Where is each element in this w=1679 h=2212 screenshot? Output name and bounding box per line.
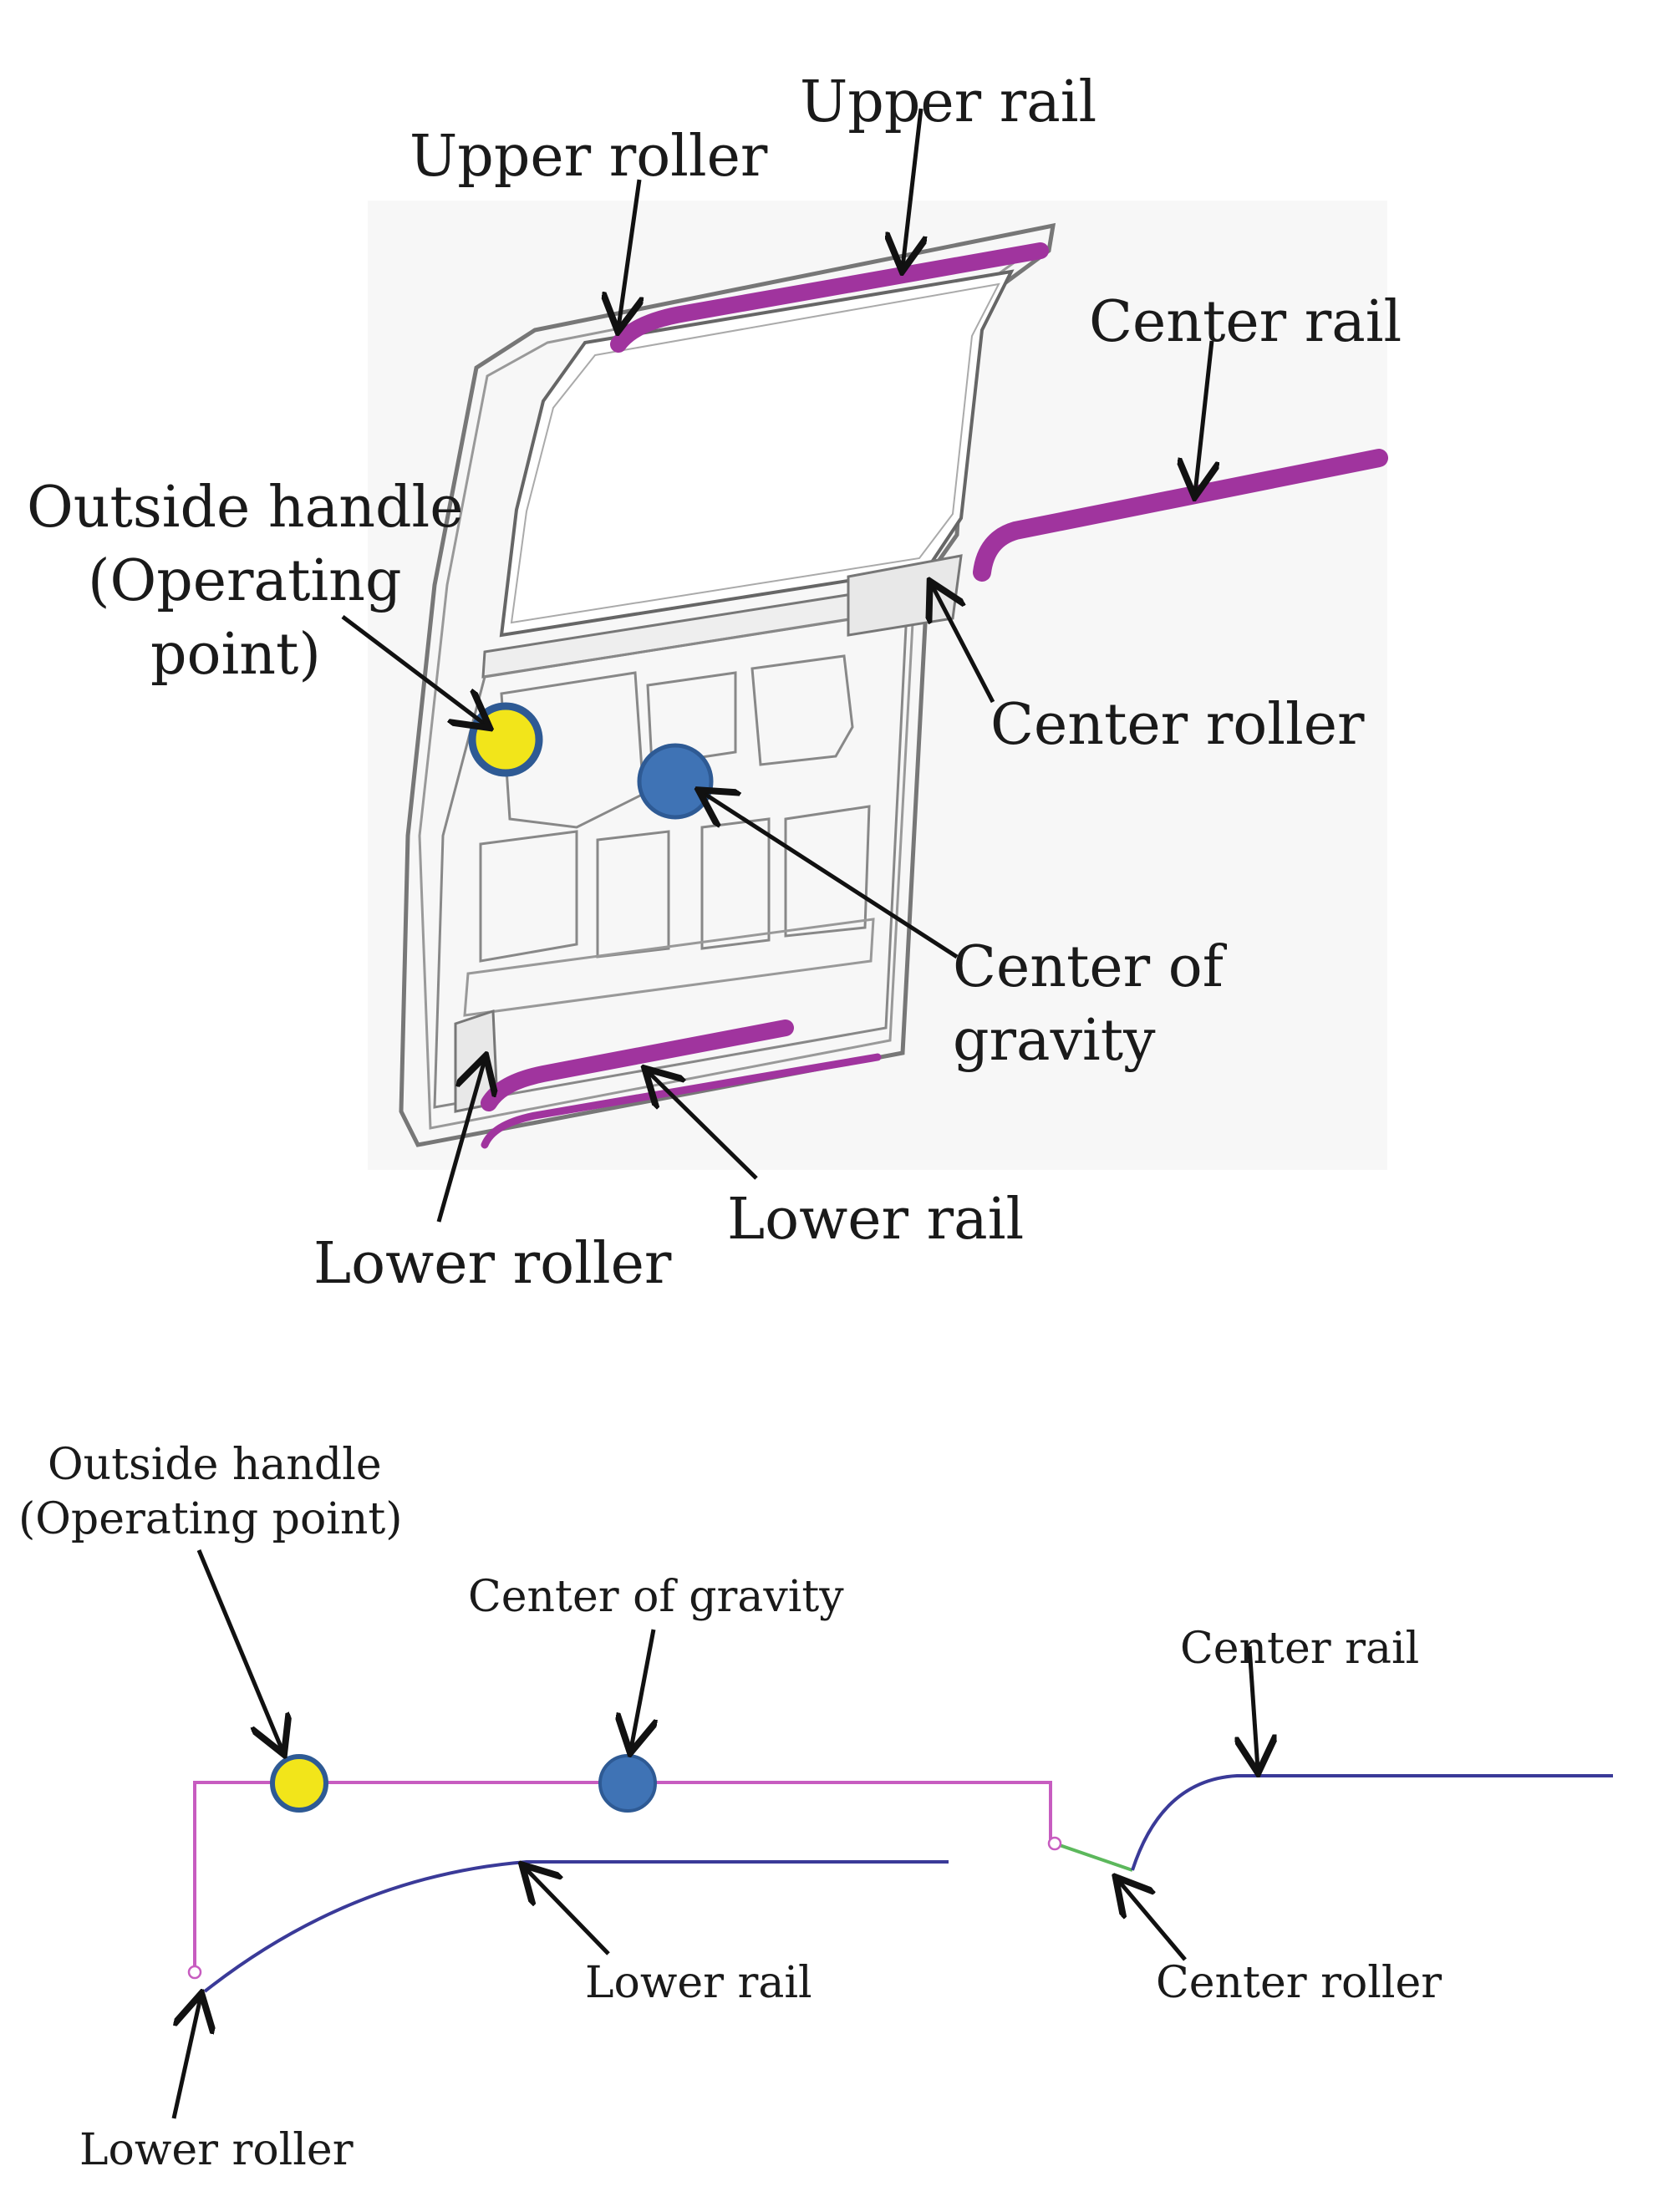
arrow-lower-rail	[648, 1071, 758, 1180]
arrow-outside-handle	[341, 615, 486, 725]
label-outside-handle-line1: Outside handle	[27, 475, 464, 541]
arrow-center-of-gravity	[702, 792, 959, 959]
door-illustration	[368, 201, 1388, 1170]
label-upper-rail: Upper rail	[800, 69, 1096, 135]
schematic-arrow-center-of-gravity	[631, 1629, 654, 1749]
panel-cutout	[646, 671, 737, 766]
label-lower-rail: Lower rail	[727, 1187, 1024, 1253]
label-center-of-gravity-line2: gravity	[953, 1008, 1156, 1074]
schematic-center-of-gravity-marker	[598, 1754, 657, 1813]
schematic-center-roller-link	[1054, 1842, 1133, 1872]
schematic-arrow-lower-roller	[171, 1997, 201, 2119]
schematic-lower-rail	[203, 1860, 949, 1993]
schematic-label-lower-roller: Lower roller	[79, 2125, 354, 2175]
panel-cutout	[750, 654, 854, 766]
label-outside-handle-line2: (Operating	[88, 548, 402, 614]
schematic-outside-handle-marker	[270, 1754, 328, 1813]
panel-stiffener	[463, 918, 875, 1017]
center-rail-tube	[973, 449, 1388, 582]
outside-handle-marker	[468, 702, 543, 777]
lower-rail-outer-tube	[481, 1053, 882, 1149]
label-center-of-gravity-line1: Center of	[953, 934, 1228, 1000]
schematic-lower-roller-node	[187, 1965, 202, 1980]
schematic-label-center-rail: Center rail	[1180, 1624, 1419, 1674]
center-of-gravity-marker	[637, 743, 714, 820]
schematic	[187, 1754, 1613, 1993]
panel-cutout	[500, 671, 645, 829]
schematic-center-rail	[1131, 1774, 1613, 1871]
label-lower-roller: Lower roller	[313, 1231, 672, 1297]
schematic-label-outside-handle-line2: (Operating point)	[18, 1494, 403, 1544]
panel-cutout	[479, 830, 578, 963]
panel-cutout	[596, 830, 670, 959]
arrow-upper-rail	[903, 108, 921, 267]
schematic-label-center-of-gravity: Center of gravity	[468, 1572, 844, 1622]
label-center-roller: Center roller	[990, 692, 1365, 758]
lower-rail-tube	[481, 1020, 794, 1111]
schematic-arrow-lower-rail	[525, 1868, 610, 1955]
schematic-center-roller-node	[1047, 1836, 1062, 1851]
arrow-center-rail	[1195, 340, 1212, 493]
label-outside-handle-line3: point)	[150, 622, 321, 688]
schematic-label-lower-rail: Lower rail	[585, 1958, 812, 2008]
panel-cutout	[784, 805, 871, 938]
schematic-arrows	[171, 1549, 1258, 2119]
arrow-upper-roller	[618, 179, 639, 328]
schematic-label-center-roller: Center roller	[1156, 1958, 1442, 2008]
upper-rail-tube	[610, 242, 1049, 353]
schematic-label-outside-handle-line1: Outside handle	[48, 1440, 382, 1490]
top-arrows	[341, 108, 1212, 1223]
label-upper-roller: Upper roller	[410, 124, 768, 190]
schematic-arrow-center-roller	[1118, 1880, 1187, 1961]
window-opening-inner	[510, 282, 1000, 624]
arrow-center-roller	[932, 585, 995, 704]
schematic-arrow-center-rail	[1249, 1645, 1258, 1769]
arrow-lower-roller	[436, 1060, 485, 1223]
schematic-arrow-outside-handle	[196, 1549, 282, 1751]
label-center-rail: Center rail	[1089, 289, 1402, 355]
